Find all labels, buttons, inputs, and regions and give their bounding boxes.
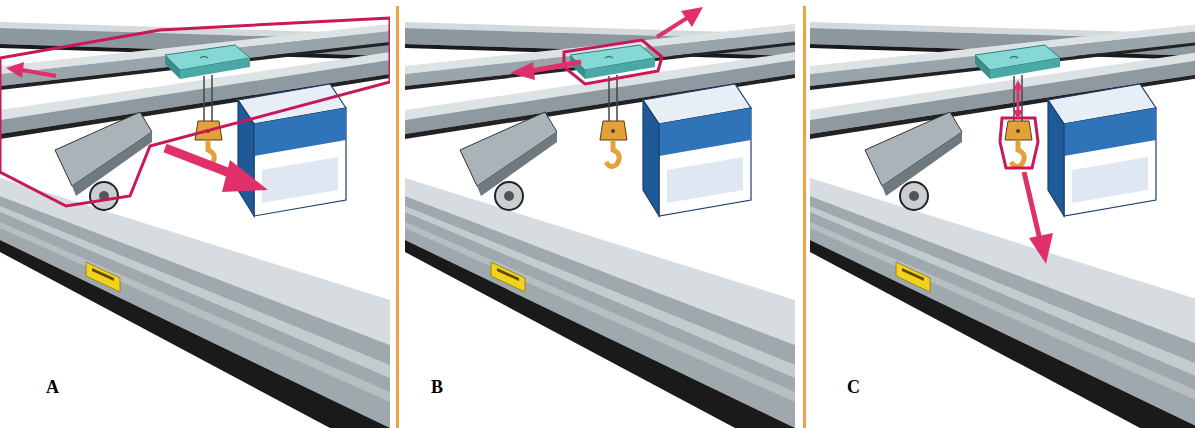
panel-letter: C	[847, 378, 860, 396]
panel-letter: B	[431, 378, 443, 396]
panel-hoist	[810, 0, 1195, 428]
panel-letter: A	[46, 378, 59, 396]
panel-bridge-travel	[0, 0, 390, 428]
panel-trolley-travel	[405, 0, 795, 428]
